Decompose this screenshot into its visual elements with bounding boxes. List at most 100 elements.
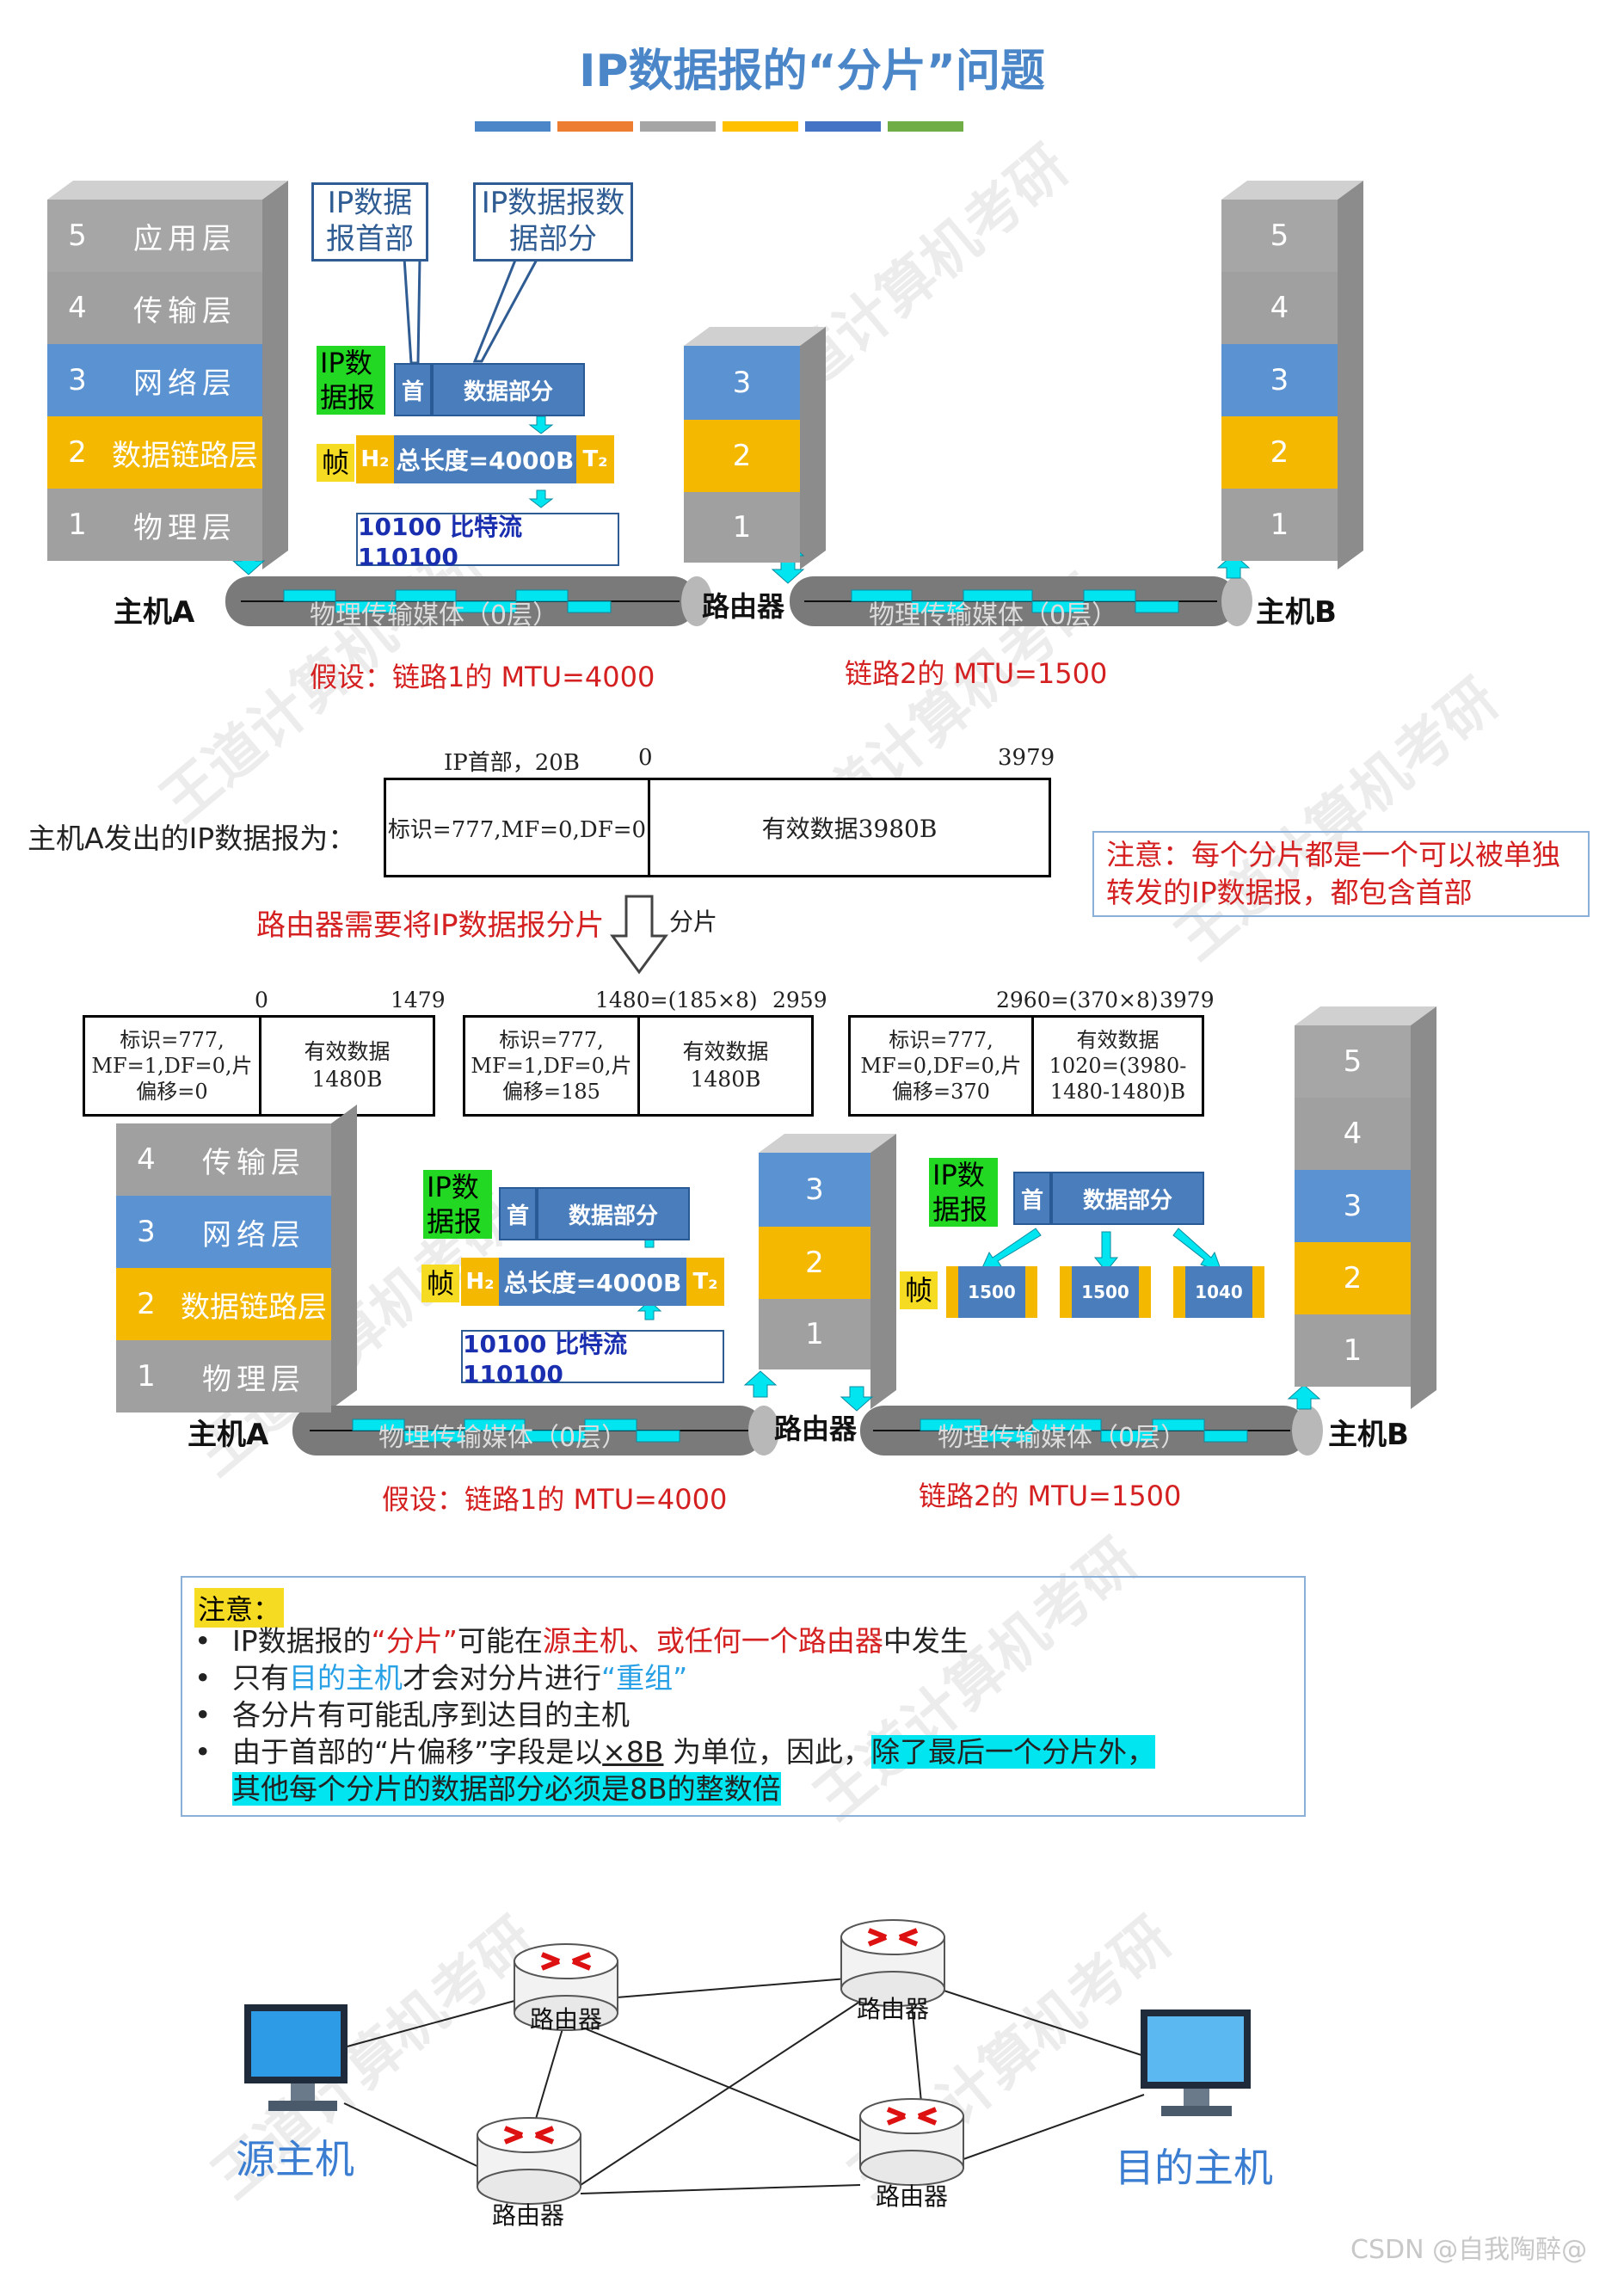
ip-datagram-label-2: IP数据报 bbox=[423, 1170, 492, 1239]
link2-label-2: 物理传输媒体（0层） bbox=[938, 1423, 1187, 1453]
datagram-header-cell: 标识=777,MF=0,DF=0 bbox=[386, 780, 650, 875]
host-b-layer-4: 4 bbox=[1221, 272, 1338, 344]
csdn-watermark: CSDN @自我陶醉@ bbox=[1350, 2235, 1588, 2265]
dest-monitor-icon bbox=[1141, 2009, 1251, 2116]
link1-label: 物理传输媒体（0层） bbox=[310, 600, 559, 631]
mtu1-text: 假设：链路1的 MTU=4000 bbox=[310, 661, 655, 693]
frag1-end: 1479 bbox=[391, 988, 446, 1012]
mtu2-text-2: 链路2的 MTU=1500 bbox=[919, 1480, 1182, 1512]
callout-ip-payload: IP数据报数据部分 bbox=[473, 182, 633, 262]
source-monitor-icon bbox=[244, 2004, 348, 2111]
link1-label-2: 物理传输媒体（0层） bbox=[378, 1423, 628, 1453]
note-box: 注意： •IP数据报的“分片”可能在源主机、或任何一个路由器中发生 •只有目的主… bbox=[181, 1576, 1306, 1817]
color-bar bbox=[640, 121, 716, 132]
original-datagram: 标识=777,MF=0,DF=0 有效数据3980B bbox=[384, 778, 1051, 877]
bitstream-box-2: 10100 比特流 110100 bbox=[461, 1330, 724, 1388]
router-label: 路由器 bbox=[702, 590, 785, 623]
ip-datagram-label: IP数据报 bbox=[317, 346, 385, 415]
page-title: IP数据报的“分片”问题 bbox=[579, 46, 1045, 97]
note-heading: 注意： bbox=[194, 1588, 285, 1628]
color-bar bbox=[475, 121, 551, 132]
router-label-2: 路由器 bbox=[774, 1412, 858, 1445]
mtu2-text: 链路2的 MTU=1500 bbox=[845, 657, 1108, 690]
router-physical-layer: 1 bbox=[684, 492, 800, 563]
host-b-label-2: 主机B bbox=[1328, 1418, 1409, 1452]
ip-datagram-label-3: IP数据报 bbox=[929, 1158, 998, 1227]
source-host-label: 源主机 bbox=[236, 2136, 354, 2182]
host-b-layer-5: 5 bbox=[1221, 200, 1338, 272]
router-icon bbox=[514, 1943, 618, 2031]
note-item-2: •只有目的主机才会对分片进行“重组” bbox=[194, 1661, 688, 1695]
ip-header-box: 首 bbox=[394, 363, 432, 416]
ip-payload-box-3: 数据部分 bbox=[1051, 1172, 1204, 1225]
note-item-3: •各分片有可能乱序到达目的主机 bbox=[194, 1698, 630, 1732]
frag3-end: 3979 bbox=[1160, 988, 1215, 1012]
host-b2-layer-1: 1 bbox=[1295, 1314, 1411, 1387]
dest-host-label: 目的主机 bbox=[1115, 2145, 1273, 2191]
net-router-label-3: 路由器 bbox=[492, 2201, 565, 2230]
datagram-end-offset: 3979 bbox=[998, 745, 1055, 771]
color-bar bbox=[888, 121, 963, 132]
note-item-4-cont: 其他每个分片的数据部分必须是8B的整数倍 bbox=[232, 1772, 781, 1806]
color-bar bbox=[557, 121, 633, 132]
network-graphics bbox=[244, 1919, 1251, 2205]
notice-box: 注意：每个分片都是一个可以被单独转发的IP数据报，都包含首部 bbox=[1092, 831, 1590, 917]
frame-label: 帧 bbox=[317, 444, 355, 482]
section1-graphics bbox=[47, 181, 1363, 626]
color-bar bbox=[723, 121, 798, 132]
frag2-start: 1480=(185×8) bbox=[595, 988, 758, 1012]
frame-label-2: 帧 bbox=[421, 1265, 460, 1302]
host-b-layer-2: 2 bbox=[1221, 416, 1338, 489]
split-label: 分片 bbox=[669, 908, 718, 936]
ip-header-box-3: 首 bbox=[1013, 1172, 1051, 1225]
router-network-layer: 3 bbox=[684, 346, 800, 420]
ip-payload-box-2: 数据部分 bbox=[537, 1187, 690, 1240]
net-router-label-2: 路由器 bbox=[857, 1995, 930, 2023]
frag1-start: 0 bbox=[255, 988, 268, 1012]
router-icon bbox=[477, 2117, 581, 2205]
router-icon bbox=[840, 1919, 945, 2007]
datagram-start-offset: 0 bbox=[638, 745, 653, 771]
net-router-label-4: 路由器 bbox=[876, 2182, 949, 2211]
host-b2-layer-3: 3 bbox=[1295, 1170, 1411, 1242]
host-b-label: 主机B bbox=[1256, 595, 1337, 630]
host-a-label: 主机A bbox=[114, 595, 195, 630]
host-b2-layer-2: 2 bbox=[1295, 1242, 1411, 1314]
router-split-text: 路由器需要将IP数据报分片 bbox=[256, 908, 605, 943]
note-item-4: •由于首部的“片偏移”字段是以×8B 为单位，因此，除了最后一个分片外， bbox=[194, 1735, 1155, 1769]
net-router-label-1: 路由器 bbox=[530, 2005, 603, 2034]
router-link-layer: 2 bbox=[684, 420, 800, 492]
router-icon bbox=[859, 2098, 964, 2186]
host-b2-layer-4: 4 bbox=[1295, 1098, 1411, 1170]
frag2-end: 2959 bbox=[772, 988, 827, 1012]
frag3-start: 2960=(370×8) bbox=[996, 988, 1159, 1012]
color-bar bbox=[805, 121, 881, 132]
frame-label-3: 帧 bbox=[900, 1271, 938, 1309]
datagram-row-label: 主机A发出的IP数据报为： bbox=[28, 822, 357, 855]
callout-ip-header: IP数据报首部 bbox=[311, 182, 428, 262]
host-b2-layer-5: 5 bbox=[1295, 1025, 1411, 1098]
host-a-label-2: 主机A bbox=[188, 1418, 269, 1452]
router2-link-layer: 2 bbox=[759, 1227, 870, 1299]
ip-header-box-2: 首 bbox=[499, 1187, 537, 1240]
datagram-payload-cell: 有效数据3980B bbox=[761, 815, 938, 843]
frag-frame-1: 1500 bbox=[946, 1266, 1037, 1318]
note-item-1: •IP数据报的“分片”可能在源主机、或任何一个路由器中发生 bbox=[194, 1624, 969, 1658]
ip-payload-box: 数据部分 bbox=[432, 363, 585, 416]
link2-label: 物理传输媒体（0层） bbox=[869, 600, 1118, 631]
datagram-header-size: IP首部，20B bbox=[444, 750, 580, 776]
host-b-layer-1: 1 bbox=[1221, 489, 1338, 561]
